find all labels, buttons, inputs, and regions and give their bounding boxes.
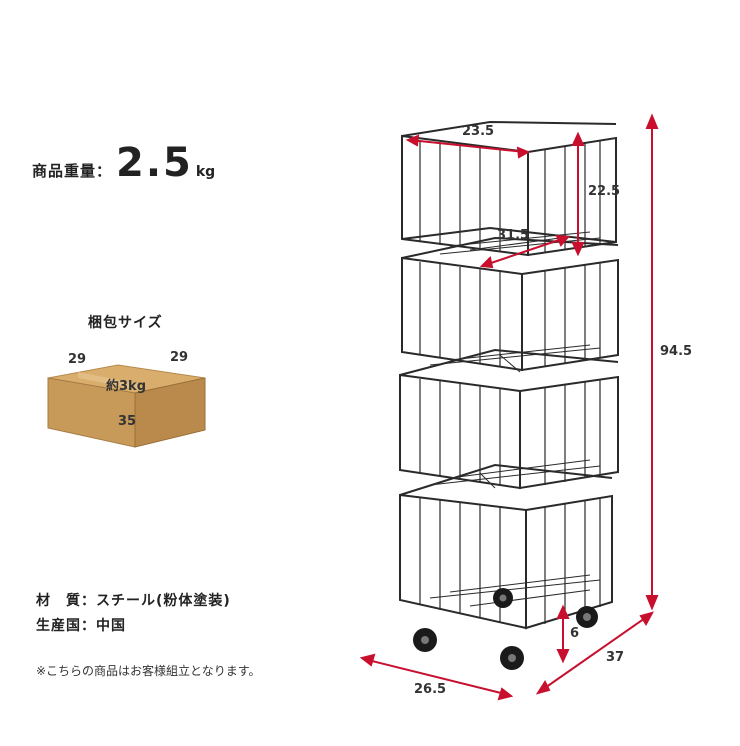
dimension-arrows [359,113,659,701]
caster-icon [413,588,598,670]
package-box-icon [47,364,206,448]
dim-base-width: 26.5 [414,682,447,697]
dim-total-height: 94.5 [660,344,693,359]
package-height-label: 35 [118,414,137,429]
package-weight-label: 約3kg [106,379,146,394]
weight-unit: kg [195,164,216,180]
dim-basket-height: 22.5 [588,184,621,199]
weight-value: 2.5 [116,140,193,186]
dim-basket-depth: 31.5 [497,228,530,243]
dim-caster-height: 6 [570,626,580,641]
wire-basket-rack-icon [399,120,619,630]
dim-base-depth: 37 [606,650,625,665]
dim-basket-width: 23.5 [462,124,495,139]
package-width-label: 29 [170,350,189,365]
weight-label: 商品重量： [32,162,113,180]
product-weight: 商品重量： 2.5 kg [32,140,215,186]
package-depth-label: 29 [68,352,87,367]
spec-origin: 生産国：中国 [36,618,126,634]
assembly-note: ※こちらの商品はお客様組立となります。 [36,664,261,678]
spec-material: 材 質：スチール(粉体塗装) [36,593,231,609]
package-size-title: 梱包サイズ [88,315,163,331]
